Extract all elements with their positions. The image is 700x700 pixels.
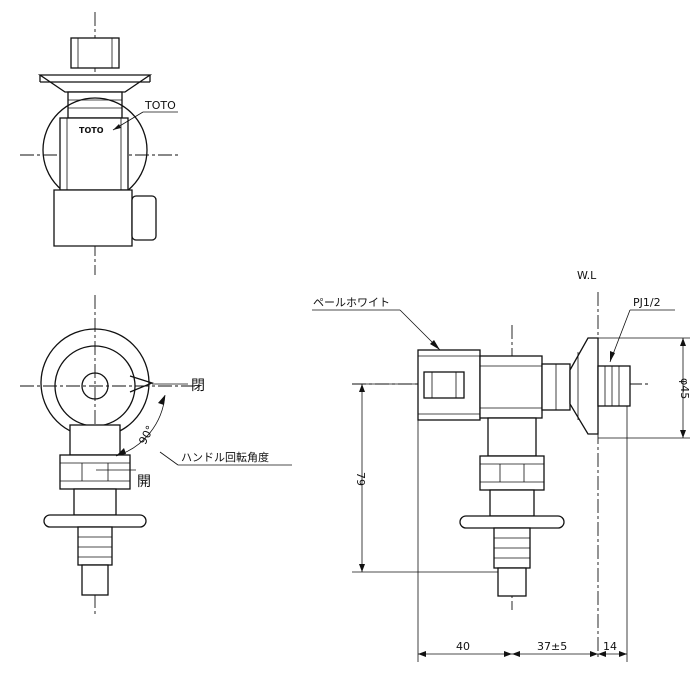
top-view-flange xyxy=(37,74,153,93)
front-view: 90° 閉 開 ハンドル回転角度 xyxy=(20,295,292,615)
side-view-thread-pipe xyxy=(597,365,631,407)
front-view-lever xyxy=(129,375,154,393)
top-view-stem xyxy=(70,37,120,69)
side-view-flange xyxy=(459,515,565,529)
side-view-down-neck xyxy=(487,417,537,457)
side-view-body xyxy=(479,355,543,419)
front-view-outlet-hole xyxy=(81,372,109,400)
front-view-neck xyxy=(69,424,121,456)
thread-label: PJ1/2 xyxy=(633,296,661,309)
side-view: ペールホワイト W.L PJ1/2 φ45 79 40 37± xyxy=(312,269,691,662)
top-view-neck xyxy=(67,91,123,119)
height-label: 79 xyxy=(354,472,367,486)
side-view-hex-nut xyxy=(479,455,545,491)
toto-logo: TOTO xyxy=(79,126,104,135)
handle-angle-arc xyxy=(115,394,166,457)
side-view-wall-flange xyxy=(569,337,599,435)
front-view-flange xyxy=(43,514,147,528)
side-view-cap-window xyxy=(423,371,465,399)
top-view-side-boss xyxy=(131,195,157,241)
waterline-label: W.L xyxy=(577,269,597,282)
offset-right-label: 14 xyxy=(603,640,617,653)
front-view-stem-tip xyxy=(81,564,109,596)
front-view-hex-nut xyxy=(59,454,131,490)
top-view-lower-body xyxy=(53,189,133,247)
front-view-lower-neck xyxy=(73,488,117,516)
close-label: 閉 xyxy=(191,378,205,394)
side-view-stem-tip xyxy=(497,567,527,597)
offset-mid-label: 37±5 xyxy=(537,640,567,653)
top-view: TOTO TOTO xyxy=(20,12,180,275)
side-view-lower-neck xyxy=(489,489,535,517)
color-label: ペールホワイト xyxy=(313,296,390,309)
toto-callout-label: TOTO xyxy=(144,99,176,112)
top-view-body xyxy=(59,117,129,191)
handle-angle-caption: ハンドル回転角度 xyxy=(181,450,269,464)
diameter-label: φ45 xyxy=(678,378,691,399)
front-view-stem xyxy=(77,526,113,566)
offset-left-label: 40 xyxy=(456,640,470,653)
open-label: 開 xyxy=(137,474,151,490)
